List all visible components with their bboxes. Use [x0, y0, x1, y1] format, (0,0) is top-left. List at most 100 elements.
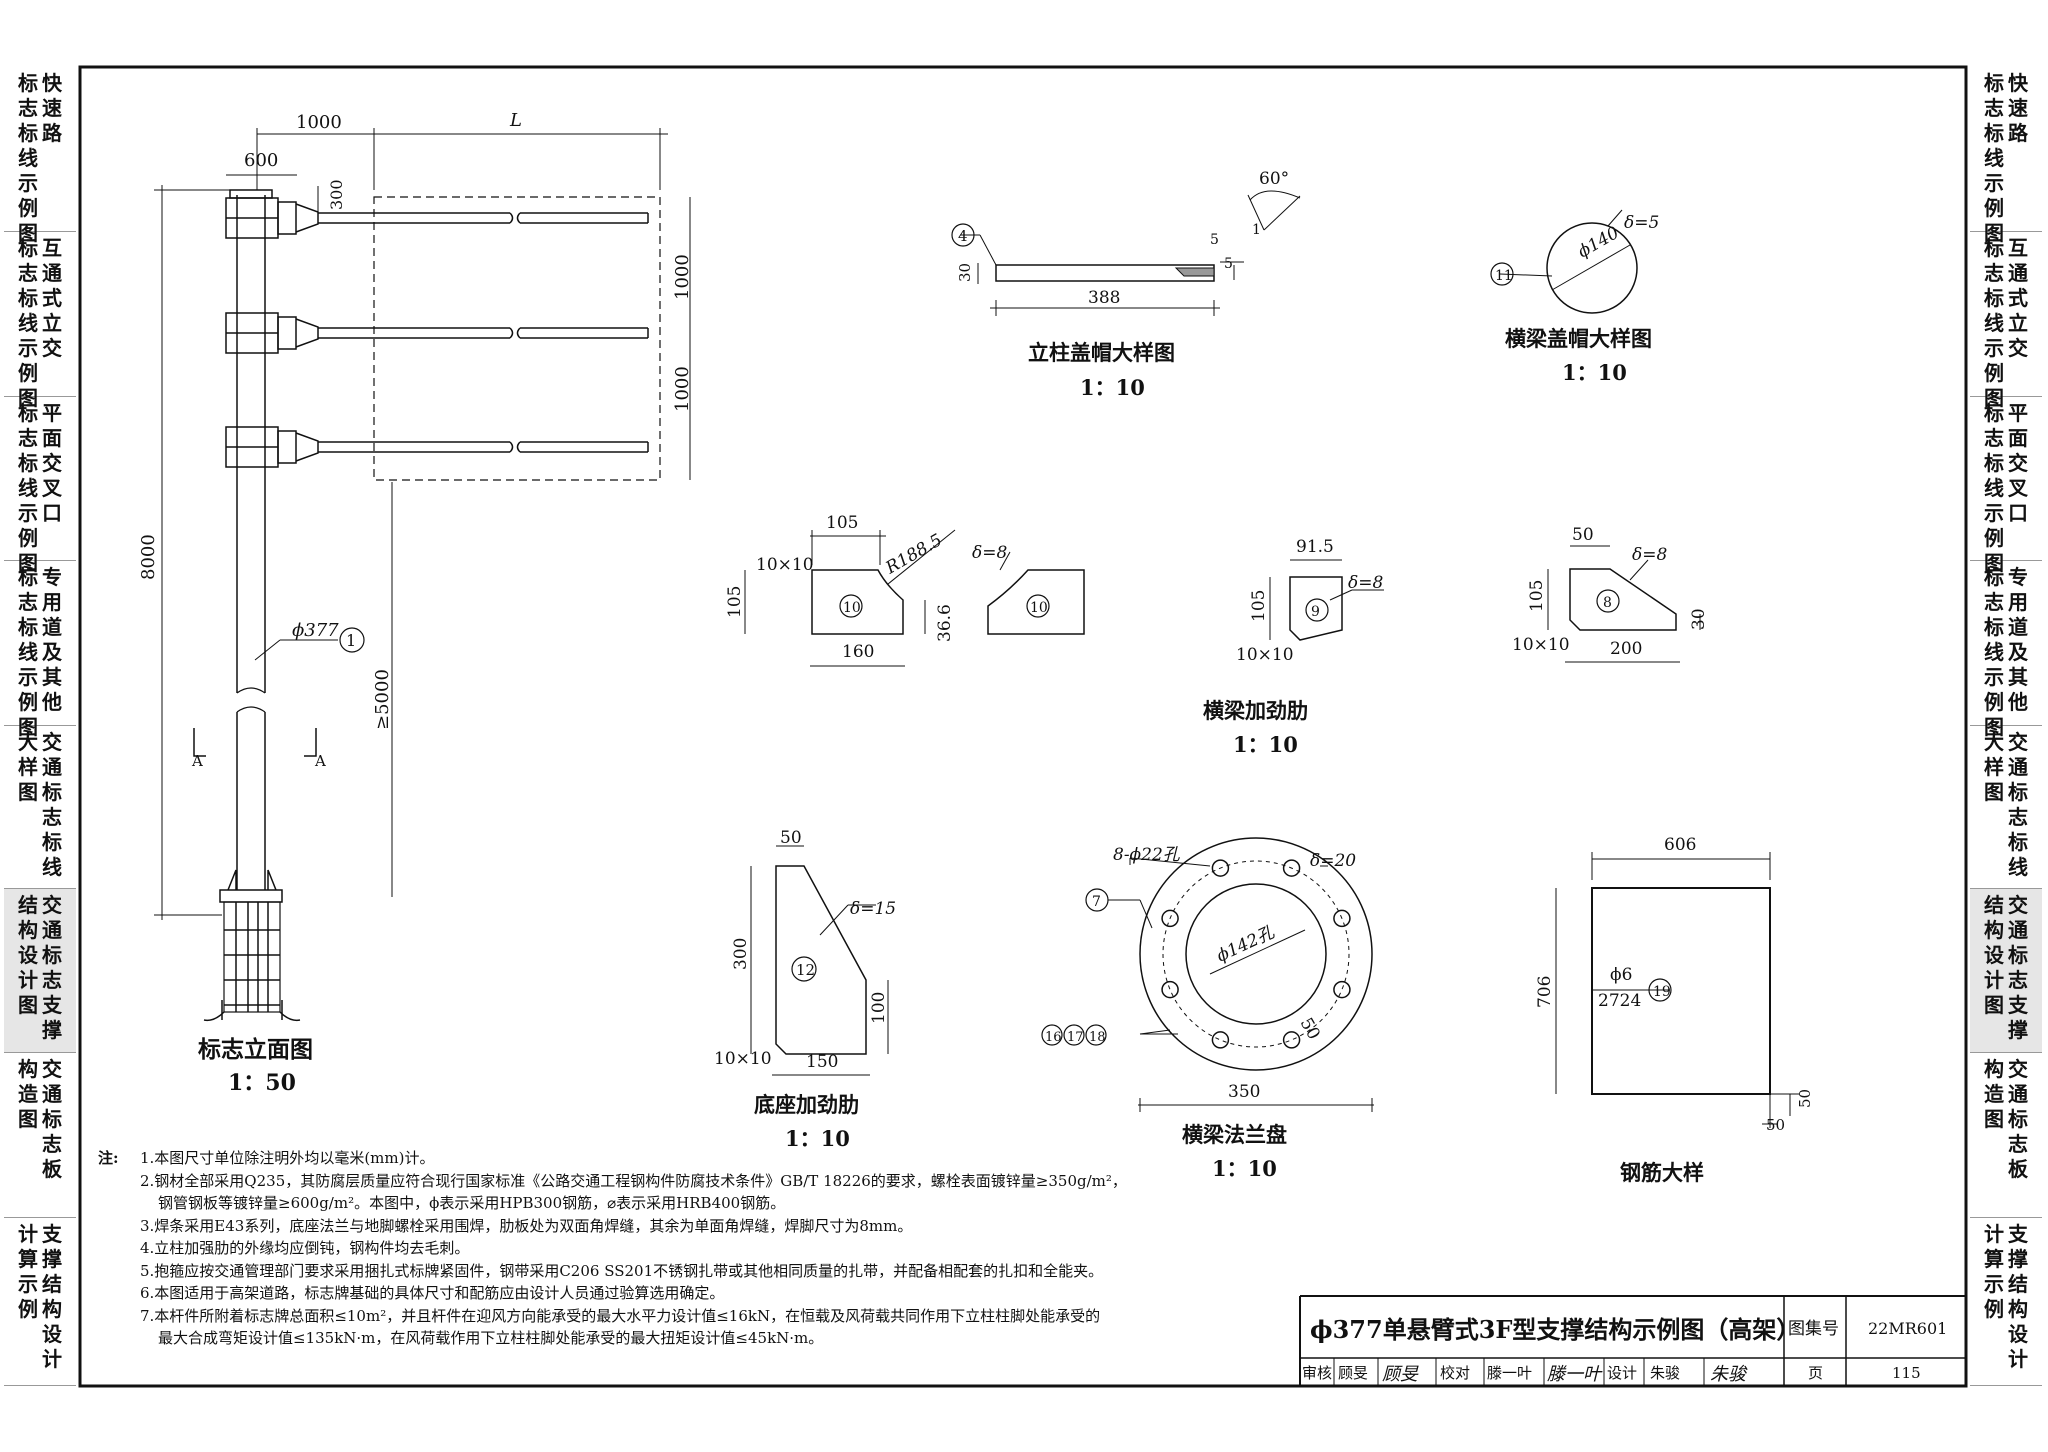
- sidebar-tab[interactable]: 结构设计图交通标志支撑: [4, 889, 76, 1053]
- sidebar-char: 撑: [42, 1018, 62, 1042]
- sidebar-char: 设: [42, 1322, 62, 1346]
- sidebar-tab-label: 大样图: [1984, 730, 2004, 888]
- sidebar-char: 交: [42, 1057, 62, 1081]
- beam-cap-labels: 11 δ=5 ϕ140 横梁盖帽大样图 1：10: [1495, 213, 1659, 385]
- sidebar-char: 造: [18, 1082, 38, 1106]
- sidebar-char: 志: [2008, 1132, 2028, 1156]
- sidebar-char: 示: [18, 171, 38, 195]
- sidebar-char: 支: [2008, 1222, 2028, 1246]
- sidebar-tab[interactable]: 标志标线示例图平面交叉口: [1970, 397, 2042, 575]
- drawing-title: ϕ377单悬臂式3F型支撑结构示例图（高架）: [1310, 1315, 1800, 1344]
- sidebar-char: 通: [2008, 1082, 2028, 1106]
- sidebar-char: 图: [18, 715, 38, 739]
- rib-9-detail: [1269, 559, 1384, 641]
- check-label: 校对: [1440, 1364, 1470, 1382]
- sidebar-char: 志: [2008, 805, 2028, 829]
- sidebar-char: 标: [2008, 1107, 2028, 1131]
- sidebar-tab[interactable]: 结构设计图交通标志支撑: [1970, 889, 2042, 1053]
- sidebar-char: 交: [2008, 730, 2028, 754]
- sidebar-tab[interactable]: 标志标线示例图快速路: [4, 67, 76, 245]
- designer-signature: 朱骏: [1710, 1364, 1748, 1385]
- sidebar-char: 结: [1984, 893, 2004, 917]
- sidebar-tab[interactable]: 大样图交通标志标线: [4, 726, 76, 889]
- rebar-dim-706: 706: [1535, 976, 1555, 1008]
- note-item: 7.本杆件所附着标志牌总面积≤10m²，并且杆件在迎风方向能承受的最大水平力设计…: [140, 1306, 1101, 1325]
- sidebar-tab-label: 互通式立交: [42, 236, 62, 396]
- sidebar-tab[interactable]: 计算示例支撑结构设计: [4, 1218, 76, 1386]
- sidebar-char: 例: [1984, 526, 2004, 550]
- sidebar-char: 设: [18, 943, 38, 967]
- sidebar-tab-label: 交通标志标线: [2008, 730, 2028, 888]
- rib-10-detail: [744, 529, 1085, 667]
- sidebar-char: 线: [42, 855, 62, 879]
- designer: 朱骏: [1650, 1364, 1680, 1382]
- sidebar-tab[interactable]: 构造图交通标志板: [4, 1053, 76, 1218]
- sidebar-char: 样: [18, 755, 38, 779]
- sidebar-char: 图: [18, 221, 38, 245]
- sidebar-char: 线: [1984, 476, 2004, 500]
- rib10-dim-105-top: 105: [826, 513, 858, 533]
- dim-L: L: [509, 110, 522, 131]
- sidebar-char: 口: [42, 501, 62, 525]
- sidebar-tab[interactable]: 标志标线示例图专用道及其他: [4, 561, 76, 739]
- base-rib-chamfer: 10×10: [714, 1049, 772, 1069]
- sidebar-char: 示: [1984, 171, 2004, 195]
- design-label: 设计: [1607, 1364, 1637, 1382]
- sidebar-char: 结: [18, 893, 38, 917]
- base-rib-thickness: δ=15: [850, 899, 896, 919]
- base-rib-dim-150: 150: [806, 1052, 838, 1072]
- sidebar-char: 志: [1984, 261, 2004, 285]
- base-rib-detail: [750, 845, 889, 1076]
- sidebar-char: 算: [1984, 1247, 2004, 1271]
- rib8-dim-50: 50: [1572, 525, 1594, 545]
- checker: 滕一叶: [1487, 1364, 1532, 1382]
- flange-thickness: δ=20: [1310, 851, 1356, 871]
- sidebar-char: 例: [18, 196, 38, 220]
- flange-center-hole: ϕ142孔: [1214, 922, 1279, 966]
- sidebar-tab[interactable]: 标志标线示例图互通式立交: [4, 232, 76, 410]
- sidebar-char: 例: [1984, 1297, 2004, 1321]
- rib10-dim-105-side: 105: [725, 586, 745, 618]
- sidebar-char: 撑: [2008, 1247, 2028, 1271]
- sidebar-char: 例: [18, 361, 38, 385]
- sidebar-tab[interactable]: 大样图交通标志标线: [1970, 726, 2042, 889]
- sidebar-char: 图: [1984, 993, 2004, 1017]
- sidebar-tab[interactable]: 标志标线示例图互通式立交: [1970, 232, 2042, 410]
- rib8-ref: 8: [1603, 595, 1612, 611]
- sidebar-tab-label: 支撑结构设计: [42, 1222, 62, 1385]
- sidebar-char: 标: [1984, 286, 2004, 310]
- sidebar-char: 示: [18, 1272, 38, 1296]
- sidebar-tab-label: 专用道及其他: [2008, 565, 2028, 725]
- rib9-chamfer: 10×10: [1236, 645, 1294, 665]
- dim-8000: 8000: [138, 534, 159, 580]
- rib8-dim-200: 200: [1610, 639, 1642, 659]
- sidebar-tab[interactable]: 构造图交通标志板: [1970, 1053, 2042, 1218]
- sidebar-char: 志: [18, 426, 38, 450]
- sidebar-tab[interactable]: 标志标线示例图快速路: [1970, 67, 2042, 245]
- sidebar-tab[interactable]: 计算示例支撑结构设计: [1970, 1218, 2042, 1386]
- beam-cap-thickness: δ=5: [1624, 213, 1659, 233]
- sidebar-char: 及: [2008, 640, 2028, 664]
- sidebar-char: 计: [18, 968, 38, 992]
- sidebar-char: 线: [1984, 146, 2004, 170]
- sidebar-char: 示: [1984, 665, 2004, 689]
- rebar-detail: [1555, 852, 1800, 1128]
- section-mark-right: A: [314, 752, 326, 770]
- sidebar-tab[interactable]: 标志标线示例图平面交叉口: [4, 397, 76, 575]
- dim-right-1000b: 1000: [672, 366, 693, 412]
- sidebar-char: 样: [1984, 755, 2004, 779]
- rib9-dim-91: 91.5: [1296, 537, 1334, 557]
- sidebar-tab-label: 标志标线示例图: [18, 401, 38, 575]
- cantilever-arm-part: [277, 316, 297, 350]
- sidebar-tab-label: 平面交叉口: [42, 401, 62, 560]
- rib10-ref-b: 10: [1030, 600, 1048, 616]
- sidebar-char: 计: [1984, 1222, 2004, 1246]
- elevation-scale: 1：50: [228, 1070, 296, 1096]
- sidebar-tab[interactable]: 标志标线示例图专用道及其他: [1970, 561, 2042, 739]
- sidebar-char: 结: [42, 1272, 62, 1296]
- sidebar-char: 标: [18, 236, 38, 260]
- beam-cap-detail: [1490, 209, 1638, 314]
- sidebar-char: 快: [42, 71, 62, 95]
- sidebar-tab-label: 结构设计图: [18, 893, 38, 1052]
